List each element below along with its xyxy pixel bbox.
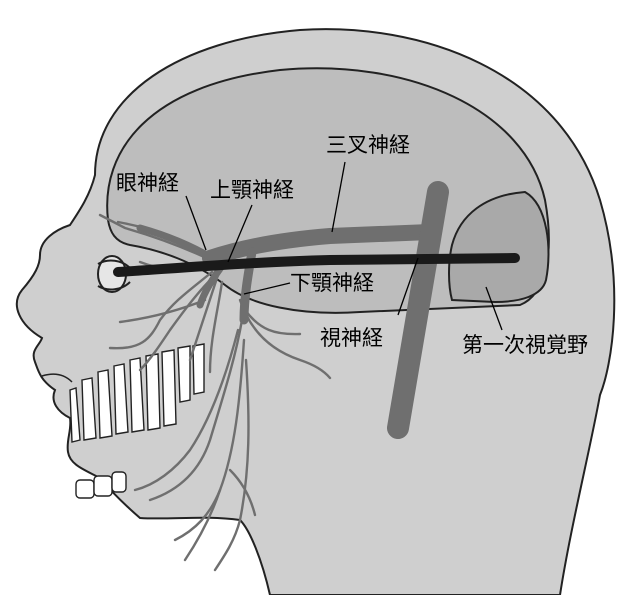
label-mandibular-nerve: 下顎神経 bbox=[290, 271, 374, 295]
label-primary-visual-cortex: 第一次視覚野 bbox=[462, 333, 588, 357]
label-ophthalmic-nerve: 眼神経 bbox=[116, 171, 179, 195]
label-maxillary-nerve: 上顎神経 bbox=[210, 178, 294, 202]
label-optic-nerve: 視神経 bbox=[320, 326, 383, 350]
label-trigeminal-nerve: 三叉神経 bbox=[326, 133, 410, 157]
